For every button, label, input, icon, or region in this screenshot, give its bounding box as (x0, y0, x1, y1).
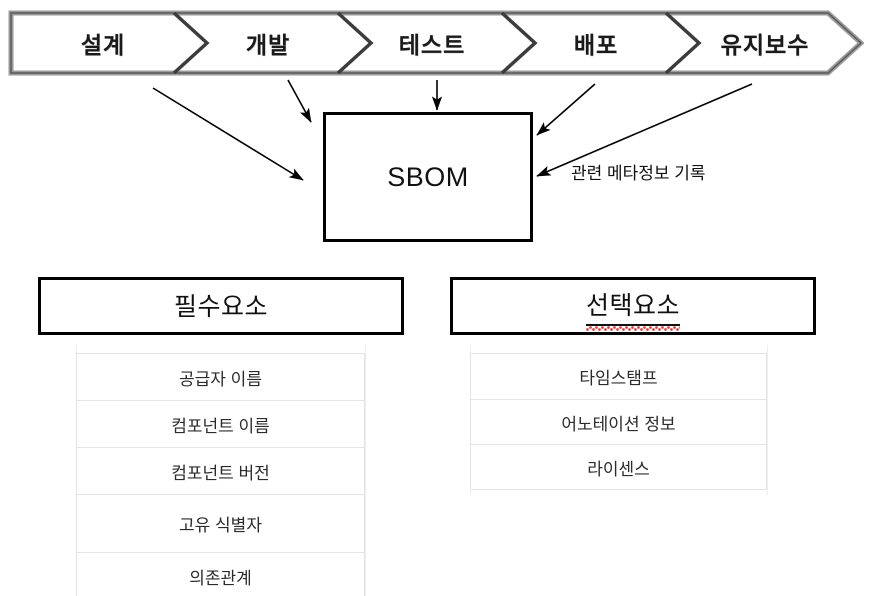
chevron-separator-1 (172, 11, 210, 75)
process-stage-design[interactable]: 설계 (80, 32, 126, 58)
process-bar-inner-outline (10, 12, 863, 74)
arrow-deploy-to-sbom (536, 83, 596, 136)
table-right-guide-line-end (767, 345, 768, 495)
optional-element-license: 라이센스 (470, 444, 767, 490)
required-element-component-name: 컴포넌트 이름 (76, 400, 365, 448)
required-element-unique-identifier: 고유 식별자 (76, 494, 365, 553)
required-element-supplier-name: 공급자 이름 (76, 353, 365, 401)
chevron-separator-4 (664, 11, 702, 75)
optional-element-timestamp: 타임스탬프 (470, 353, 767, 400)
table-row[interactable]: 고유 식별자 (76, 494, 365, 553)
process-bar-shape (8, 10, 864, 76)
process-stage-development[interactable]: 개발 (245, 32, 291, 58)
required-elements-title: 필수요소 (173, 293, 268, 321)
chevron-separator-2 (336, 11, 374, 75)
metadata-annotation-label: 관련 메타정보 기록 (571, 164, 706, 183)
required-elements-table: 공급자 이름 컴포넌트 이름 컴포넌트 버전 고유 식별자 의존관계 (76, 353, 365, 596)
optional-elements-title: 선택요소 (585, 292, 680, 320)
spellcheck-squiggle-icon (585, 326, 680, 331)
lifecycle-process-bar: 설계 개발 테스트 배포 유지보수 (8, 10, 864, 76)
table-row[interactable]: 타임스탬프 (470, 353, 767, 400)
table-left-guide-line-end (365, 345, 366, 596)
process-stage-test[interactable]: 테스트 (398, 32, 466, 58)
table-row[interactable]: 라이센스 (470, 444, 767, 490)
table-row[interactable]: 공급자 이름 (76, 353, 365, 401)
table-row[interactable]: 의존관계 (76, 552, 365, 596)
process-stage-maintenance[interactable]: 유지보수 (720, 32, 810, 58)
chevron-separator-3 (500, 11, 538, 75)
table-row[interactable]: 컴포넌트 이름 (76, 400, 365, 448)
process-stage-deploy[interactable]: 배포 (573, 32, 619, 58)
required-element-dependency: 의존관계 (76, 552, 365, 596)
required-elements-header[interactable]: 필수요소 (38, 277, 404, 335)
sbom-label: SBOM (387, 161, 469, 192)
arrow-design-to-sbom (152, 87, 304, 181)
sbom-node[interactable]: SBOM (323, 112, 533, 242)
arrow-development-to-sbom (287, 79, 312, 123)
optional-elements-header[interactable]: 선택요소 (450, 277, 816, 335)
table-row[interactable]: 어노테이션 정보 (470, 399, 767, 445)
table-row[interactable]: 컴포넌트 버전 (76, 447, 365, 495)
optional-elements-table: 타임스탬프 어노테이션 정보 라이센스 (470, 353, 767, 490)
optional-element-annotation-info: 어노테이션 정보 (470, 399, 767, 445)
required-element-component-version: 컴포넌트 버전 (76, 447, 365, 495)
optional-elements-title-wrap: 선택요소 (585, 286, 680, 331)
